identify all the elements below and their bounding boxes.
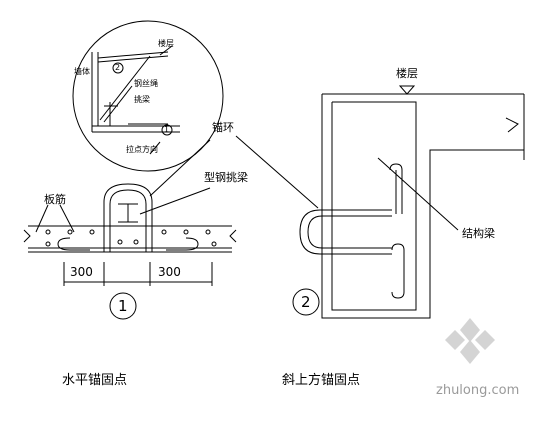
detail-label-floor: 楼层 (158, 39, 174, 48)
label-rebar: 板筋 (44, 193, 66, 206)
label-steel-beam: 型钢挑梁 (204, 171, 248, 184)
detail-label-anchor-direction: 拉点方向 (126, 145, 158, 154)
caption-horizontal-anchor: 水平锚固点 (62, 373, 128, 388)
detail-label-beam: 挑梁 (134, 95, 150, 104)
detail-marker-lower-label: 1 (164, 125, 170, 134)
watermark-logo-icon (445, 318, 495, 364)
circle-number-2: 2 (301, 293, 311, 311)
detail-label-wall: 墙体 (74, 67, 90, 76)
dimension-300-left: 300 (70, 265, 93, 279)
rebar-dots (45, 229, 217, 247)
left-view-drawing (23, 139, 237, 320)
marker-upper-icon (112, 62, 124, 74)
watermark-text: zhulong.com (436, 383, 520, 398)
detail-circle (72, 20, 224, 172)
right-view-drawing (235, 85, 525, 319)
dimension-300-right: 300 (158, 265, 181, 279)
detail-marker-upper-label: 2 (115, 63, 121, 72)
label-structural-beam: 结构梁 (462, 227, 495, 240)
caption-oblique-anchor: 斜上方锚固点 (282, 373, 361, 388)
detail-label-hook: 钢丝绳 (134, 79, 158, 88)
marker-lower-icon (161, 124, 173, 136)
circle-number-1: 1 (118, 297, 128, 315)
label-anchor-ring: 锚环 (212, 121, 234, 134)
label-floor: 楼层 (396, 67, 418, 80)
